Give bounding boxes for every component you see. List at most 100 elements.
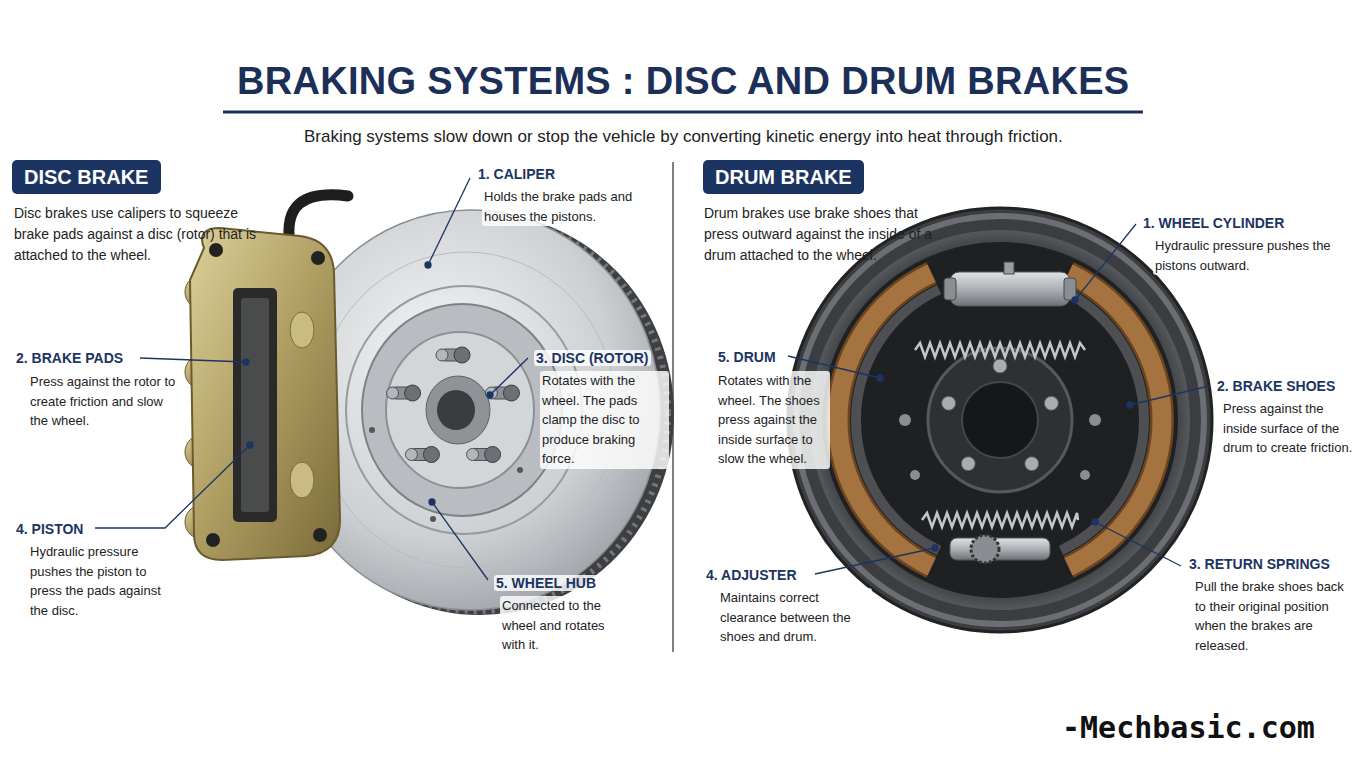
return-springs xyxy=(915,343,1085,357)
leader-lines xyxy=(815,548,935,574)
leader-lines xyxy=(1072,297,1078,303)
disc-rotor xyxy=(280,210,674,615)
callout-heading: 1. WHEEL CYLINDER xyxy=(1141,215,1286,231)
leader-lines xyxy=(1095,522,1181,566)
wheel-studs xyxy=(503,385,519,401)
leader-lines xyxy=(490,358,528,395)
caliper xyxy=(290,462,314,498)
leader-lines xyxy=(788,224,1209,574)
wheel-hub xyxy=(362,304,562,516)
callout-text: Rotates with the wheel. The shoes press … xyxy=(716,371,830,469)
wheel-studs xyxy=(387,347,520,462)
section-band: DRUM BRAKE xyxy=(703,160,864,194)
leader-lines xyxy=(425,262,431,268)
wheel-studs xyxy=(961,457,975,471)
leader-lines xyxy=(243,359,249,365)
wheel-hub xyxy=(437,390,475,430)
wheel-studs xyxy=(942,359,1059,471)
band-heading: DRUM BRAKE xyxy=(715,165,852,189)
leader-lines xyxy=(1075,224,1136,300)
wheel-studs xyxy=(1044,396,1058,410)
wheel-studs xyxy=(436,349,448,361)
callout-text: Holds the brake pads and houses the pist… xyxy=(482,187,636,226)
callout-heading: 3. RETURN SPRINGS xyxy=(1187,556,1332,572)
brake-shoes xyxy=(838,273,1162,567)
leader-lines xyxy=(1127,402,1133,408)
wheel-hub xyxy=(386,332,534,488)
title-underline xyxy=(223,111,1143,114)
brake-drum xyxy=(810,230,1190,610)
title: BRAKING SYSTEMS : DISC AND DRUM BRAKES xyxy=(237,60,1129,103)
callout-text: Hydraulic pressure pushes the piston to … xyxy=(28,542,177,620)
drum-hub xyxy=(899,348,1101,492)
leader-lines xyxy=(247,442,253,448)
wheel-studs xyxy=(405,385,421,401)
caliper xyxy=(206,533,220,547)
leader-lines xyxy=(1092,519,1098,525)
wheel-studs xyxy=(993,359,1007,373)
caliper xyxy=(313,528,327,542)
leader-lines xyxy=(1130,386,1209,405)
callout-text: Connected to the wheel and rotates with … xyxy=(500,596,629,655)
callout-heading: 4. PISTON xyxy=(14,521,85,537)
drum-hub xyxy=(962,382,1038,458)
caliper xyxy=(233,288,277,522)
leader-lines xyxy=(140,358,246,362)
wheel-hub xyxy=(430,516,436,522)
drum-hub xyxy=(1080,470,1090,480)
wheel-hub xyxy=(426,376,490,444)
leader-lines xyxy=(877,375,883,381)
caliper xyxy=(190,228,340,560)
drum-hub xyxy=(928,348,1072,492)
brake-drum xyxy=(788,208,1212,632)
leader-lines xyxy=(95,445,250,528)
section-band: DISC BRAKE xyxy=(12,160,161,194)
wheel-cylinder xyxy=(944,262,1076,306)
brake-drum xyxy=(822,242,1178,598)
band-heading: DISC BRAKE xyxy=(24,165,148,189)
wheel-studs xyxy=(387,387,399,399)
leader-lines xyxy=(487,392,493,398)
return-springs xyxy=(915,343,1085,527)
wheel-hub xyxy=(369,427,375,433)
leader-lines xyxy=(932,545,938,551)
wheel-hub xyxy=(517,467,523,473)
leader-lines xyxy=(429,499,435,505)
callout-heading: 5. WHEEL HUB xyxy=(494,575,598,591)
wheel-studs xyxy=(405,448,417,460)
caliper xyxy=(185,228,340,560)
callout-text: Rotates with the wheel. The pads clamp t… xyxy=(540,371,669,469)
callout-text: Hydraulic pressure pushes the pistons ou… xyxy=(1153,236,1337,275)
callout-heading: 2. BRAKE PADS xyxy=(14,350,125,366)
callout-heading: 1. CALIPER xyxy=(476,166,557,182)
adjuster xyxy=(950,535,1050,563)
wheel-cylinder xyxy=(944,278,956,300)
return-springs xyxy=(922,513,1078,527)
caliper xyxy=(241,298,269,512)
drum-hub xyxy=(1089,414,1101,426)
brake-drum xyxy=(788,208,1212,632)
wheel-studs xyxy=(454,347,470,363)
wheel-studs xyxy=(467,448,479,460)
wheel-hub xyxy=(362,304,562,522)
callout-heading: 3. DISC (ROTOR) xyxy=(534,350,651,366)
drum-hub xyxy=(899,414,911,426)
caption: Braking systems slow down or stop the ve… xyxy=(304,127,1063,147)
caliper xyxy=(311,251,325,265)
leader-lines xyxy=(428,178,470,265)
callout-text: Pull the brake shoes back to their origi… xyxy=(1193,577,1357,655)
wheel-studs xyxy=(942,396,956,410)
wheel-studs xyxy=(423,446,439,462)
wheel-studs xyxy=(1025,457,1039,471)
callout-text: Maintains correct clearance between the … xyxy=(718,588,872,647)
brake-drum xyxy=(796,216,1204,624)
leader-lines xyxy=(432,502,488,580)
wheel-cylinder xyxy=(950,272,1070,306)
caliper xyxy=(290,312,314,348)
description: Drum brakes use brake shoes that press o… xyxy=(704,203,952,266)
wheel-studs xyxy=(485,446,501,462)
caliper xyxy=(209,243,223,257)
description: Disc brakes use calipers to squeeze brak… xyxy=(14,203,262,266)
